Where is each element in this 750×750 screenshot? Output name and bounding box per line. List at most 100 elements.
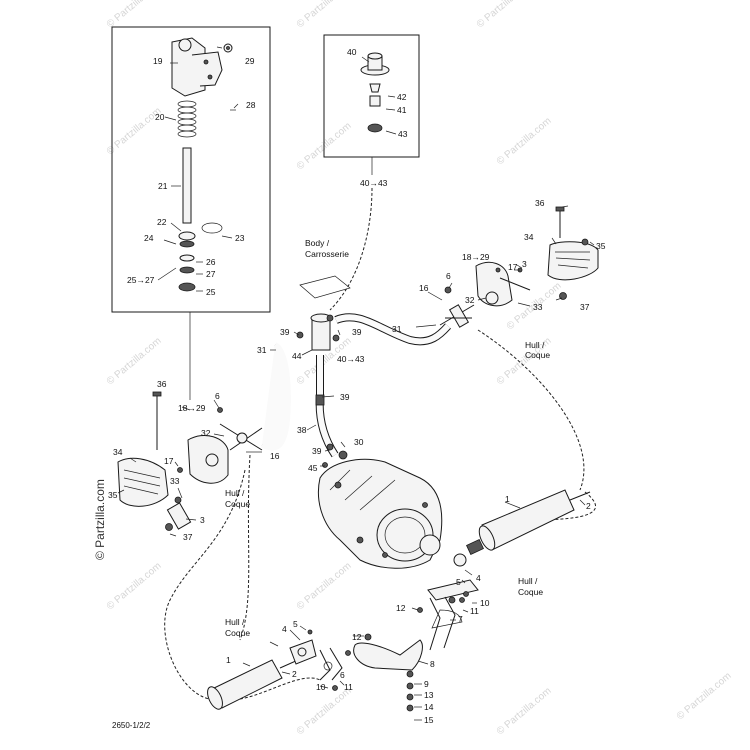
drawing-code: 2650-1/2/2 (112, 721, 151, 730)
steering-shaft (182, 147, 192, 224)
callout-5-left: 5 (293, 619, 298, 629)
callout-42: 42 (397, 92, 407, 102)
callout-9-right: 9 (424, 679, 429, 689)
callout-24: 24 (144, 233, 154, 243)
watermark-text: © Partzilla.com (495, 116, 554, 168)
callout-18-29-left: 18→29 (178, 403, 206, 413)
watermark-layer: © Partzilla.com © Partzilla.com © Partzi… (93, 0, 734, 737)
callout-36-left: 36 (157, 379, 167, 389)
callout-16-right: 16 (419, 283, 429, 293)
watermark-main: © Partzilla.com (93, 479, 107, 560)
callout-32-left: 32 (201, 428, 211, 438)
callout-17-left: 17 (164, 456, 174, 466)
callout-37-left: 37 (183, 532, 193, 542)
callout-39-a: 39 (280, 327, 290, 337)
callout-34-left: 34 (113, 447, 123, 457)
watermark-text: © Partzilla.com (105, 561, 164, 613)
callout-19: 19 (153, 56, 163, 66)
callout-38: 38 (297, 425, 307, 435)
jet-pump-housing (317, 458, 443, 569)
left-cable-sleeve (207, 629, 351, 710)
callout-16-left: 16 (270, 451, 280, 461)
watermark-text: © Partzilla.com (495, 686, 554, 738)
watermark-text: © Partzilla.com (675, 671, 734, 723)
callout-18-29-right: 18→29 (462, 252, 490, 262)
callout-23: 23 (235, 233, 245, 243)
coque-label-left-bottom: Coque (225, 628, 250, 638)
callout-11-right: 11 (470, 606, 479, 616)
right-lever-assembly (353, 579, 479, 712)
callout-6-left: 6 (215, 391, 220, 401)
callout-3-left: 3 (200, 515, 205, 525)
main-leaders (117, 205, 595, 721)
callout-25: 25 (206, 287, 216, 297)
callout-8-right: 8 (430, 659, 435, 669)
steering-column-assembly (163, 37, 236, 292)
valve-body (296, 313, 348, 468)
callout-1-left: 1 (226, 655, 231, 665)
coque-label-left: Coque (225, 499, 250, 509)
watermark-text: © Partzilla.com (105, 336, 164, 388)
callout-12-right: 12 (396, 603, 406, 613)
cable-left-loop (164, 469, 246, 701)
callout-2-left: 2 (292, 669, 297, 679)
callout-44: 44 (292, 351, 302, 361)
callout-31-right: 31 (392, 324, 402, 334)
right-cable-sleeve (453, 489, 591, 567)
callout-6-bottom: 6 (340, 670, 345, 680)
inset-box-column (111, 26, 271, 313)
callout-43: 43 (398, 129, 408, 139)
callout-37-right: 37 (580, 302, 590, 312)
hull-label-right: Hull / (525, 340, 545, 350)
callout-40: 40 (347, 47, 357, 57)
hull-label-left: Hull / (225, 488, 245, 498)
cable-right-loop (519, 491, 596, 521)
callout-4-right: 4 (476, 573, 481, 583)
callout-40-43-top: 40→43 (360, 178, 388, 188)
carrosserie-label: Carrosserie (305, 249, 349, 259)
callout-4-left: 4 (282, 624, 287, 634)
valve-assembly (360, 52, 390, 133)
watermark-text: © Partzilla.com (475, 0, 534, 30)
cable-valve (329, 187, 373, 311)
hull-label-left-bottom: Hull / (225, 617, 245, 627)
callout-45: 45 (308, 463, 318, 473)
callout-33-right: 33 (533, 302, 543, 312)
cable-left (239, 454, 251, 641)
callout-14-right: 14 (424, 702, 434, 712)
coque-label-right: Coque (525, 350, 550, 360)
left-steering-assembly (117, 391, 263, 531)
callout-29: 29 (245, 56, 255, 66)
callout-5-right: 5 (456, 577, 461, 587)
callout-17-right: 17 (508, 262, 518, 272)
callout-15-right: 15 (424, 715, 434, 725)
hose-right (334, 314, 451, 345)
watermark-text: © Partzilla.com (295, 561, 354, 613)
right-steering-assembly (439, 206, 599, 328)
callout-40-43-mid: 40→43 (337, 354, 365, 364)
watermark-text: © Partzilla.com (295, 0, 354, 30)
inset-leaders (157, 46, 397, 400)
callout-labels: 19 29 28 20 21 22 23 24 26 27 25 25→27 4… (108, 47, 606, 730)
callout-10-right: 10 (480, 598, 490, 608)
callout-36-right: 36 (535, 198, 545, 208)
callout-34-right: 34 (524, 232, 534, 242)
callout-39-c: 39 (340, 392, 350, 402)
coque-label-right-bottom: Coque (518, 587, 543, 597)
cable-bottom (229, 677, 321, 701)
callout-27: 27 (206, 269, 216, 279)
callout-30: 30 (354, 437, 364, 447)
hull-label-right-bottom: Hull / (518, 576, 538, 586)
watermark-text: © Partzilla.com (295, 686, 354, 738)
watermark-text: © Partzilla.com (105, 0, 164, 30)
hose-left (260, 342, 291, 451)
callout-1-right: 1 (505, 494, 510, 504)
callout-39-b: 39 (352, 327, 362, 337)
callout-12-left: 12 (352, 632, 362, 642)
callout-11-left: 11 (344, 682, 353, 692)
callout-2-right: 2 (586, 501, 591, 511)
callout-33-left: 33 (170, 476, 180, 486)
callout-21: 21 (158, 181, 168, 191)
cable-right (477, 329, 585, 491)
callout-22: 22 (157, 217, 167, 227)
